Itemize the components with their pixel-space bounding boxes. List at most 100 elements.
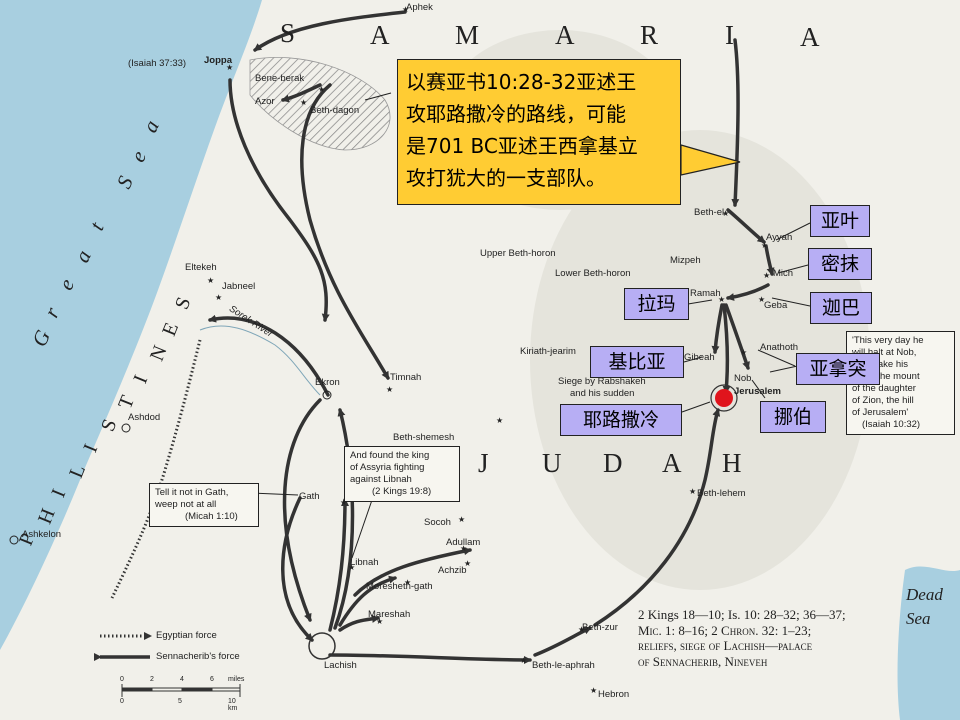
label-socoh: Socoh [424, 517, 451, 528]
label-jabneel: Jabneel [222, 281, 256, 292]
label-moresheth-gath: Moresheth-gath [366, 581, 433, 592]
label-ramah: Ramah [690, 288, 721, 299]
svg-text:★: ★ [722, 209, 729, 218]
label-aphek: Aphek [406, 2, 433, 13]
svg-text:★: ★ [740, 348, 747, 357]
legend-sennacherib: Sennacherib's force [156, 651, 240, 662]
route-lachish-bethleaphrah [328, 653, 532, 664]
cn-label-gibeah: 基比亚 [590, 346, 684, 378]
callout-box: 以赛亚书10:28-32亚述王 攻耶路撒冷的路线，可能 是701 BC亚述王西拿… [397, 59, 681, 205]
svg-text:★: ★ [404, 578, 411, 587]
cn-label-ramah: 拉玛 [624, 288, 689, 320]
svg-text:★: ★ [340, 498, 347, 507]
label-hebron: Hebron [598, 689, 630, 700]
route-aphek-joppa [253, 10, 407, 52]
route-ekron-sorek [208, 314, 330, 397]
label-geba: Geba [764, 300, 788, 311]
cn-label-ayyah: 亚叶 [810, 205, 870, 237]
mediterranean-sea [0, 0, 262, 650]
svg-text:★: ★ [402, 5, 409, 14]
route-lachish-ekron2 [333, 408, 355, 630]
label-beth-el: Beth-el [694, 207, 725, 218]
label-isaiah-ref: (Isaiah 37:33) [128, 58, 187, 69]
label-nob: Nob [734, 373, 752, 384]
label-lower-beth-horon: Lower Beth-horon [555, 268, 631, 279]
route-gath-lachish [281, 496, 314, 642]
route-lachish-moresheth [338, 575, 397, 627]
label-siege-line2: and his sudden [570, 388, 635, 399]
svg-text:★: ★ [386, 385, 393, 394]
svg-text:★: ★ [689, 487, 696, 496]
jerusalem-dot [715, 389, 733, 407]
route-lachish-mareshah [338, 614, 380, 632]
svg-text:★: ★ [226, 63, 233, 72]
svg-text:★: ★ [590, 686, 597, 695]
route-libnah-adullam [353, 547, 472, 597]
svg-text:★: ★ [761, 241, 768, 250]
label-lachish: Lachish [324, 660, 357, 671]
hatched-area [249, 57, 391, 151]
label-ashkelon: Ashkelon [22, 529, 62, 540]
cn-label-jerusalem: 耶路撒冷 [560, 404, 682, 436]
svg-text:★: ★ [496, 416, 503, 425]
label-timnah: Timnah [390, 372, 422, 383]
svg-text:★: ★ [464, 559, 471, 568]
route-mich-ramah [726, 283, 770, 301]
svg-text:★: ★ [318, 85, 325, 94]
note-gath: Tell it not in Gath, weep not at all (Mi… [149, 483, 259, 527]
label-azor: Azor [255, 96, 275, 107]
svg-text:★: ★ [578, 625, 585, 634]
svg-text:★: ★ [215, 293, 222, 302]
route-samaria-bethel [731, 38, 740, 207]
cn-label-geba: 迦巴 [810, 292, 872, 324]
route-ekron-lachish [282, 398, 322, 622]
label-jerusalem: Jerusalem [734, 386, 782, 397]
svg-text:★: ★ [763, 271, 770, 280]
label-adullam: Adullam [446, 537, 481, 548]
cn-label-michmash: 密抹 [808, 248, 872, 280]
label-ekron: Ekron [315, 377, 340, 388]
label-mizpeh: Mizpeh [670, 255, 701, 266]
egyptian-route [110, 339, 202, 599]
svg-text:★: ★ [300, 98, 307, 107]
label-anathoth: Anathoth [760, 342, 799, 353]
legend-egyptian: Egyptian force [156, 630, 217, 641]
callout-pointer [680, 144, 741, 176]
label-libnah: Libnah [350, 557, 379, 568]
svg-text:★: ★ [458, 515, 465, 524]
route-bethzur [533, 626, 592, 657]
references-block: 2 Kings 18—10; Is. 10: 28–32; 36—37; Mic… [638, 607, 846, 669]
label-beth-lehem: Beth-lehem [697, 488, 746, 499]
route-joppa-south [228, 78, 330, 322]
label-eltekeh: Eltekeh [185, 262, 217, 273]
label-upper-beth-horon: Upper Beth-horon [480, 248, 556, 259]
lachish-circle [308, 632, 336, 660]
route-ramah-nob [724, 303, 750, 370]
label-kiriath-jearim: Kiriath-jearim [520, 346, 576, 357]
label-beth-zur: Beth-zur [582, 622, 618, 633]
dead-sea-label: Dead Sea [906, 585, 943, 628]
route-ayyah-mich [764, 244, 775, 276]
note-libnah: And found the king of Assyria fighting a… [344, 446, 460, 502]
label-mareshah: Mareshah [368, 609, 411, 620]
svg-text:★: ★ [348, 563, 355, 572]
svg-text:★: ★ [460, 544, 467, 553]
cn-label-nob: 挪伯 [760, 401, 826, 433]
label-beth-le-aphrah: Beth-le-aphrah [532, 660, 595, 671]
label-bene-berak: Bene-berak [255, 73, 305, 84]
label-siege-line1: Siege by Rabshakeh [558, 376, 646, 387]
svg-text:★: ★ [376, 617, 383, 626]
sorek-river-line [199, 325, 321, 396]
scale-bar [121, 684, 241, 697]
route-ramah-gibeah [711, 303, 724, 354]
svg-text:★: ★ [718, 295, 725, 304]
label-ashdod: Ashdod [128, 412, 161, 423]
route-bethel-ayyah [726, 208, 766, 244]
svg-text:★: ★ [758, 295, 765, 304]
route-aphek-timnah [300, 83, 390, 380]
label-achzib: Achzib [438, 565, 467, 576]
label-joppa: Joppa [204, 55, 232, 66]
route-bene-azor [281, 83, 322, 103]
cn-label-anathoth: 亚拿突 [796, 353, 880, 385]
